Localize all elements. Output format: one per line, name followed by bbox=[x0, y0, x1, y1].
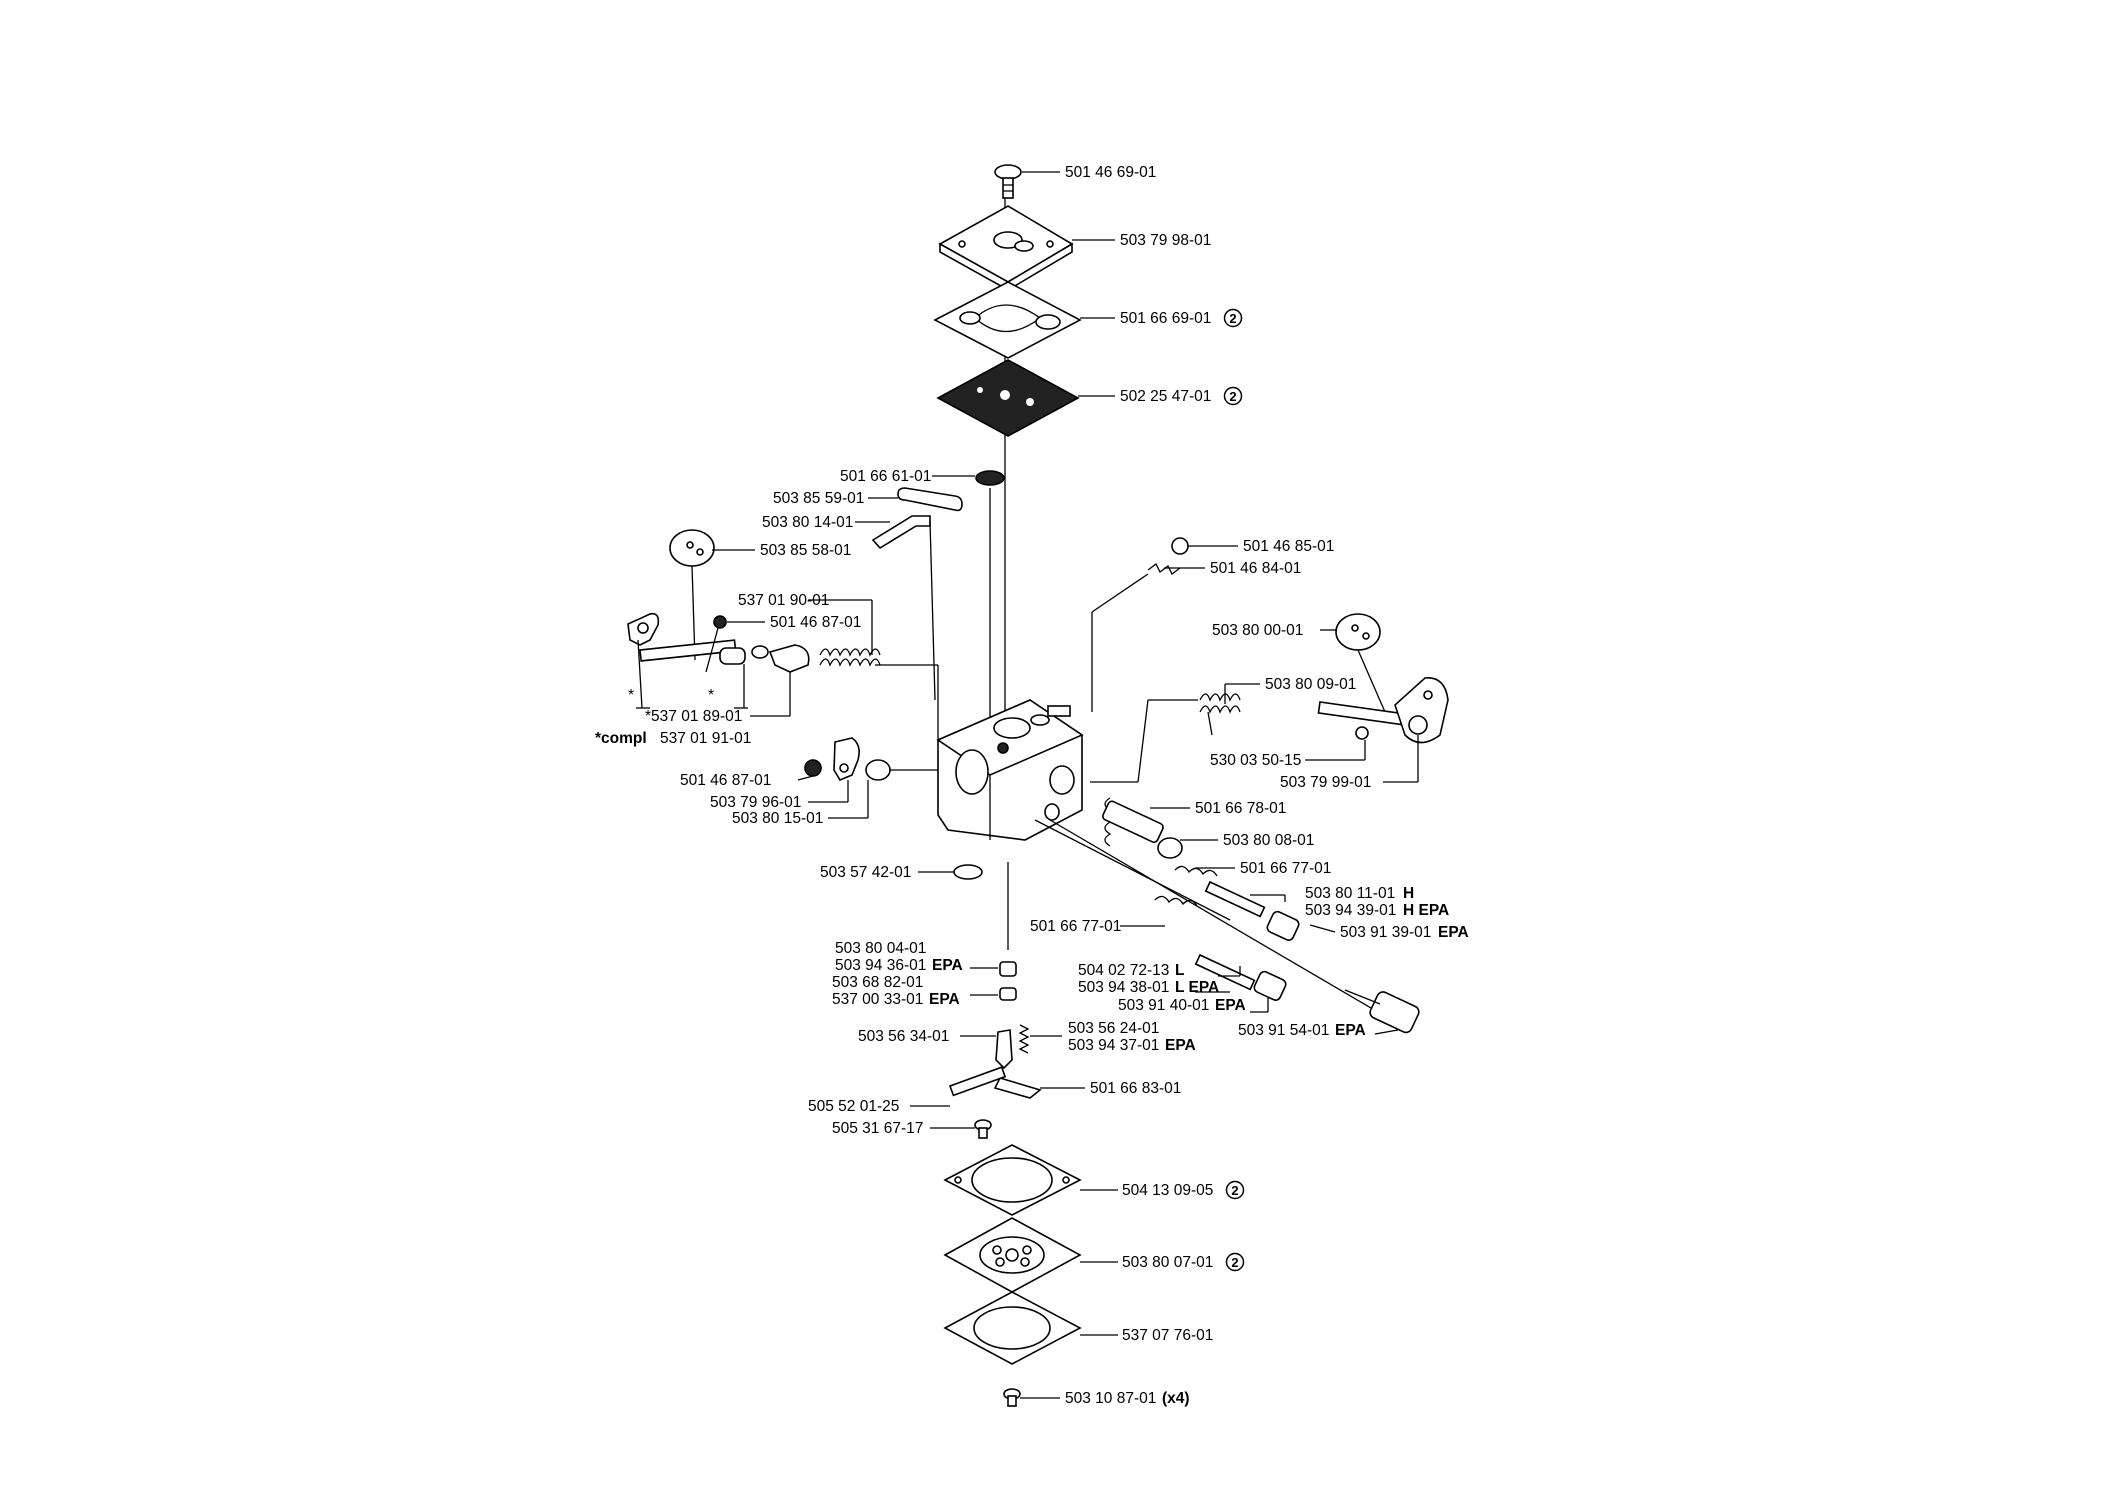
throttle-shaft-assembly bbox=[627, 529, 939, 740]
label-537-01-90-01: 537 01 90-01 bbox=[738, 592, 829, 609]
label-504-02-72-13: 504 02 72-13 bbox=[1078, 962, 1169, 979]
label-503-79-99-01: 503 79 99-01 bbox=[1280, 774, 1371, 791]
label-505-31-67-17: 505 31 67-17 bbox=[832, 1120, 923, 1137]
metering-diaphragm bbox=[943, 1217, 1082, 1293]
label-503-94-37-01: 503 94 37-01 bbox=[1068, 1037, 1159, 1054]
label-suffix-h: H bbox=[1403, 885, 1414, 902]
pump-gasket bbox=[933, 281, 1082, 359]
label-501-46-84-01: 501 46 84-01 bbox=[1210, 560, 1301, 577]
label-501-46-87-01-top: 501 46 87-01 bbox=[770, 614, 861, 631]
circled-2-text: 2 bbox=[1229, 389, 1236, 404]
label-503-80-09-01: 503 80 09-01 bbox=[1265, 676, 1356, 693]
adjustment-needles bbox=[1034, 797, 1420, 1034]
label-501-66-78-01: 501 66 78-01 bbox=[1195, 800, 1286, 817]
label-503-10-87-01: 503 10 87-01 bbox=[1065, 1390, 1156, 1407]
label-503-94-38-01: 503 94 38-01 bbox=[1078, 979, 1169, 996]
label-suffix-epa-3: EPA bbox=[1335, 1022, 1366, 1039]
label-503-80-04-01: 503 80 04-01 bbox=[835, 940, 926, 957]
pump-cover bbox=[938, 205, 1074, 291]
label-suffix-epa-2: EPA bbox=[1215, 997, 1246, 1014]
welch-plug bbox=[953, 864, 983, 880]
label-suffix-epa-6: EPA bbox=[1165, 1037, 1196, 1054]
circled-2-text: 2 bbox=[1231, 1183, 1238, 1198]
label-503-56-24-01: 503 56 24-01 bbox=[1068, 1020, 1159, 1037]
label-501-66-77-01-bottom: 501 66 77-01 bbox=[1030, 918, 1121, 935]
fuel-tube bbox=[897, 487, 963, 512]
label-501-66-77-01-top: 501 66 77-01 bbox=[1240, 860, 1331, 877]
label-suffix-epa-5: EPA bbox=[929, 991, 960, 1008]
pump-diaphragm bbox=[936, 359, 1080, 437]
label-503-68-82-01: 503 68 82-01 bbox=[832, 974, 923, 991]
label-suffix-l-epa: L EPA bbox=[1175, 979, 1219, 996]
metering-cover bbox=[943, 1291, 1082, 1365]
label-suffix-epa-4: EPA bbox=[932, 957, 963, 974]
circled-2-text: 2 bbox=[1229, 311, 1236, 326]
label-505-52-01-25: 505 52 01-25 bbox=[808, 1098, 899, 1115]
label-501-66-83-01: 501 66 83-01 bbox=[1090, 1080, 1181, 1097]
label-503-57-42-01: 503 57 42-01 bbox=[820, 864, 911, 881]
label-asterisk-2: * bbox=[708, 687, 714, 704]
label-503-80-08-01: 503 80 08-01 bbox=[1223, 832, 1314, 849]
lever-assembly-left bbox=[804, 737, 938, 782]
screw-top bbox=[994, 164, 1022, 199]
circled-2-icon: 2 bbox=[1225, 1180, 1245, 1200]
leader-lines bbox=[712, 171, 1419, 1399]
label-503-79-96-01: 503 79 96-01 bbox=[710, 794, 801, 811]
label-501-46-69-01: 501 46 69-01 bbox=[1065, 164, 1156, 181]
label-537-01-91-01: 537 01 91-01 bbox=[660, 730, 751, 747]
label-503-80-07-01: 503 80 07-01 bbox=[1122, 1254, 1213, 1271]
label-537-00-33-01: 537 00 33-01 bbox=[832, 991, 923, 1008]
label-503-91-39-01: 503 91 39-01 bbox=[1340, 924, 1431, 941]
idle-screw bbox=[1091, 537, 1189, 712]
label-suffix-epa-1: EPA bbox=[1438, 924, 1469, 941]
label-501-46-87-01-mid: 501 46 87-01 bbox=[680, 772, 771, 789]
filter-screen bbox=[975, 470, 1005, 486]
label-503-80-00-01: 503 80 00-01 bbox=[1212, 622, 1303, 639]
label-503-91-54-01: 503 91 54-01 bbox=[1238, 1022, 1329, 1039]
label-501-66-69-01: 501 66 69-01 bbox=[1120, 310, 1211, 327]
label-501-66-61-01: 501 66 61-01 bbox=[840, 468, 931, 485]
label-504-13-09-05: 504 13 09-05 bbox=[1122, 1182, 1213, 1199]
label-501-46-85-01: 501 46 85-01 bbox=[1243, 538, 1334, 555]
label-503-79-98-01: 503 79 98-01 bbox=[1120, 232, 1211, 249]
label-compl-prefix: *compl bbox=[595, 730, 647, 747]
choke-shaft-assembly bbox=[1090, 613, 1449, 783]
bent-tube bbox=[871, 515, 936, 701]
screw-bottom bbox=[1003, 1388, 1021, 1407]
label-503-80-11-01: 503 80 11-01 bbox=[1305, 885, 1395, 902]
label-503-56-34-01: 503 56 34-01 bbox=[858, 1028, 949, 1045]
label-503-80-14-01: 503 80 14-01 bbox=[762, 514, 853, 531]
circled-2-text: 2 bbox=[1231, 1255, 1238, 1270]
circled-2-icon: 2 bbox=[1225, 1252, 1245, 1272]
circled-2-icon: 2 bbox=[1223, 308, 1243, 328]
label-suffix-l: L bbox=[1175, 962, 1184, 979]
label-537-01-89-01: *537 01 89-01 bbox=[645, 708, 742, 725]
label-503-94-39-01: 503 94 39-01 bbox=[1305, 902, 1396, 919]
label-suffix-h-epa: H EPA bbox=[1403, 902, 1449, 919]
label-537-07-76-01: 537 07 76-01 bbox=[1122, 1327, 1213, 1344]
label-503-85-58-01: 503 85 58-01 bbox=[760, 542, 851, 559]
circled-2-icon: 2 bbox=[1223, 386, 1243, 406]
label-503-94-36-01: 503 94 36-01 bbox=[835, 957, 926, 974]
label-530-03-50-15: 530 03 50-15 bbox=[1210, 752, 1301, 769]
inlet-needle-parts bbox=[948, 961, 1042, 1139]
label-asterisk-1: * bbox=[628, 687, 634, 704]
label-suffix-x4: (x4) bbox=[1162, 1390, 1190, 1407]
metering-gasket bbox=[943, 1144, 1082, 1216]
label-503-85-59-01: 503 85 59-01 bbox=[773, 490, 864, 507]
carburetor-body bbox=[936, 699, 1084, 841]
label-502-25-47-01: 502 25 47-01 bbox=[1120, 388, 1211, 405]
label-503-91-40-01: 503 91 40-01 bbox=[1118, 997, 1209, 1014]
label-503-80-15-01: 503 80 15-01 bbox=[732, 810, 823, 827]
